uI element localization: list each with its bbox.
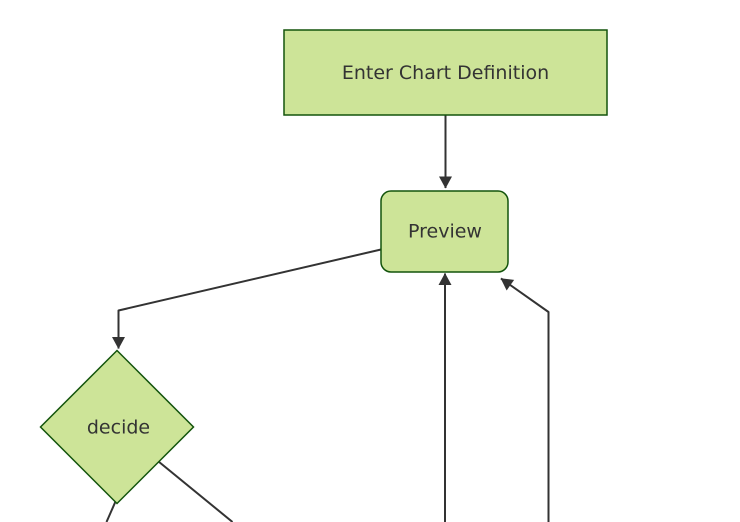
edge-decide-out-right xyxy=(157,460,234,522)
node-label-preview: Preview xyxy=(408,221,482,243)
edge-decide-out-left xyxy=(105,501,117,522)
node-label-decide: decide xyxy=(87,417,150,439)
node-decide xyxy=(39,349,195,505)
edge-preview-to-decide xyxy=(112,248,382,349)
node-preview xyxy=(380,190,509,273)
node-label-enter-chart-definition: Enter Chart Definition xyxy=(342,62,549,84)
edge-upflow-to-preview-corner xyxy=(500,277,550,522)
node-enter-chart-definition xyxy=(283,29,608,116)
